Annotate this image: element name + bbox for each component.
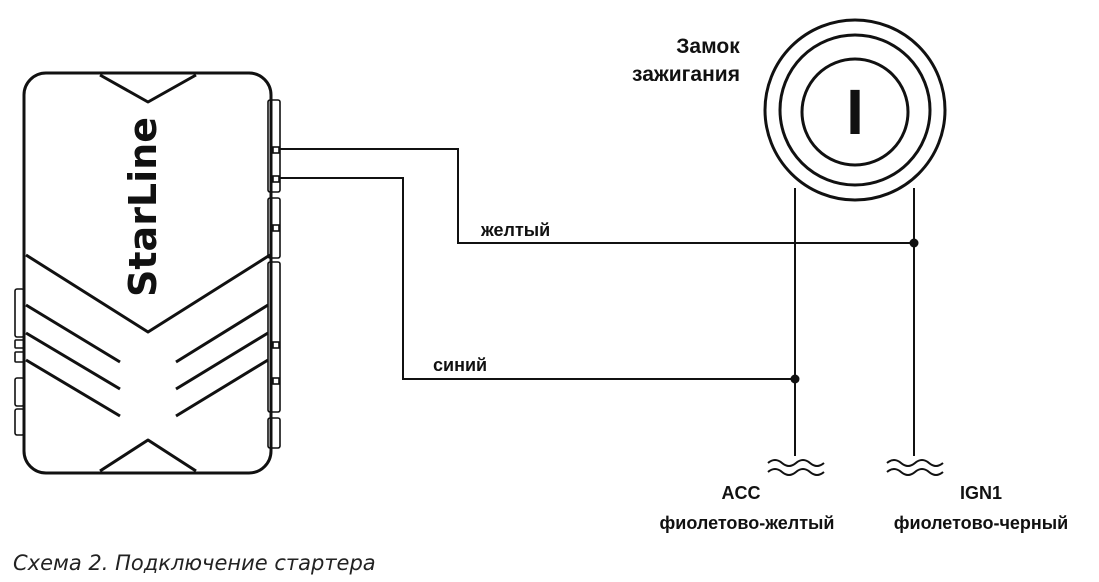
acc-output-color: фиолетово-желтый <box>660 513 835 533</box>
lock-inner-ring <box>778 33 932 187</box>
ign1-break-icon <box>886 459 944 476</box>
wires <box>280 148 944 476</box>
unit-chevron <box>25 253 271 334</box>
ign1-output-color: фиолетово-черный <box>894 513 1069 533</box>
blue-wire <box>280 177 795 380</box>
yellow-wire <box>280 148 914 244</box>
figure-caption: Схема 2. Подключение стартера <box>13 551 376 575</box>
lock-cylinder <box>800 57 910 167</box>
lock-title-line1: Замок <box>676 35 740 58</box>
unit-body <box>22 71 273 475</box>
acc-output-name: ACC <box>722 483 761 503</box>
lock-title-line2: зажигания <box>632 63 740 86</box>
junction-blue <box>790 374 800 384</box>
brand-logo: StarLine <box>121 117 165 297</box>
yellow-wire-label: желтый <box>480 220 550 240</box>
unit-bottom-notch <box>99 438 197 473</box>
unit-left-stripes <box>25 303 121 418</box>
unit-right-stripes <box>175 303 269 418</box>
unit-top-notch <box>99 73 197 104</box>
right-connectors <box>267 99 281 449</box>
lock-key-icon: I <box>846 76 864 148</box>
ign1-output-name: IGN1 <box>960 483 1002 503</box>
ignition-lock: I <box>763 18 947 202</box>
blue-wire-label: синий <box>433 355 487 375</box>
junction-yellow <box>909 238 919 248</box>
acc-break-icon <box>767 459 825 476</box>
starline-unit: StarLine <box>14 71 281 475</box>
